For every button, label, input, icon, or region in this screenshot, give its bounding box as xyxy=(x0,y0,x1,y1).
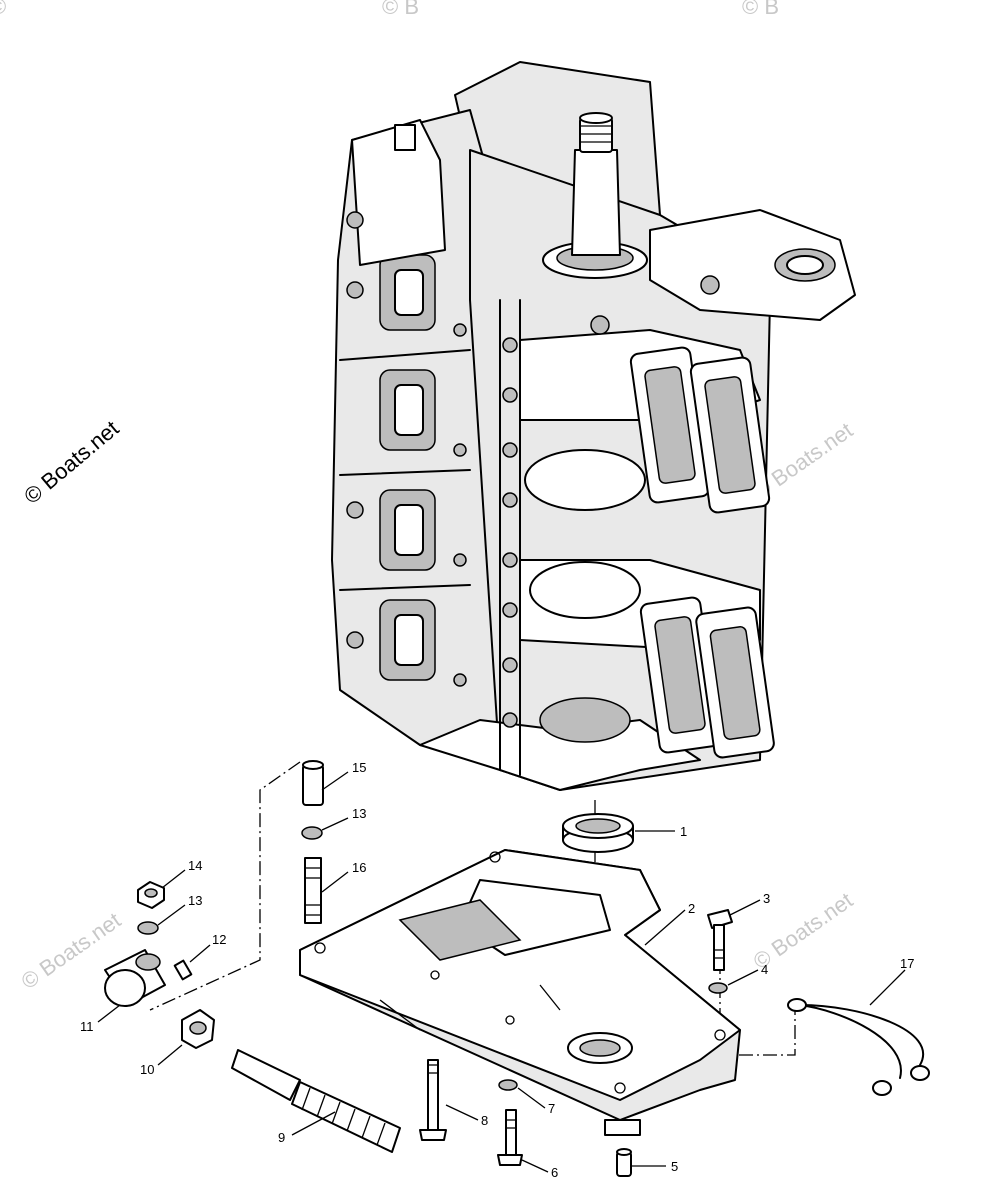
callout-2: 2 xyxy=(688,901,695,916)
watermark-top-center: © B xyxy=(382,0,419,19)
part-14-nut xyxy=(137,881,165,909)
callout-4: 4 xyxy=(761,962,768,977)
part-17-ground-wire xyxy=(787,998,930,1096)
callout-17: 17 xyxy=(900,956,914,971)
part-6-bolt xyxy=(497,1109,523,1166)
callout-11: 11 xyxy=(80,1019,94,1034)
part-12-screw xyxy=(173,959,193,981)
part-11-block xyxy=(104,949,166,1007)
part-1-seal xyxy=(562,813,634,853)
callout-8: 8 xyxy=(481,1113,488,1128)
part-8-bolt xyxy=(419,1059,447,1141)
part-3-bolt xyxy=(707,909,733,971)
top-bracket xyxy=(590,209,856,335)
crankshaft-top xyxy=(542,112,648,279)
adapter-plate xyxy=(299,849,741,1136)
part-13a-washer xyxy=(137,921,159,935)
callout-16: 16 xyxy=(352,860,366,875)
crankcase-block xyxy=(331,61,856,791)
callout-15: 15 xyxy=(352,760,366,775)
part-9-stud xyxy=(231,1049,401,1153)
part-15-spacer xyxy=(302,760,324,806)
callout-5: 5 xyxy=(671,1159,678,1174)
part-13b-washer xyxy=(301,826,323,840)
watermark-top-left: © xyxy=(0,0,6,19)
callout-13-lower: 13 xyxy=(188,893,202,908)
watermark-top-right: © B xyxy=(742,0,779,19)
callout-6: 6 xyxy=(551,1165,558,1180)
part-16-stud xyxy=(304,857,322,924)
watermark-left: © Boats.net xyxy=(19,416,123,509)
callout-10: 10 xyxy=(140,1062,154,1077)
callout-1: 1 xyxy=(680,824,687,839)
callout-7: 7 xyxy=(548,1101,555,1116)
leader-lines xyxy=(97,771,906,1173)
callout-9: 9 xyxy=(278,1130,285,1145)
callout-14: 14 xyxy=(188,858,202,873)
part-5-pin xyxy=(616,1148,632,1177)
part-7-washer xyxy=(498,1079,518,1091)
callout-12: 12 xyxy=(212,932,226,947)
callout-3: 3 xyxy=(763,891,770,906)
callout-labels: 1 2 3 4 5 6 7 8 9 10 11 12 13 13 14 15 1… xyxy=(80,760,914,1180)
part-10-nut xyxy=(181,1009,215,1049)
part-4-washer xyxy=(708,982,728,994)
callout-13-upper: 13 xyxy=(352,806,366,821)
